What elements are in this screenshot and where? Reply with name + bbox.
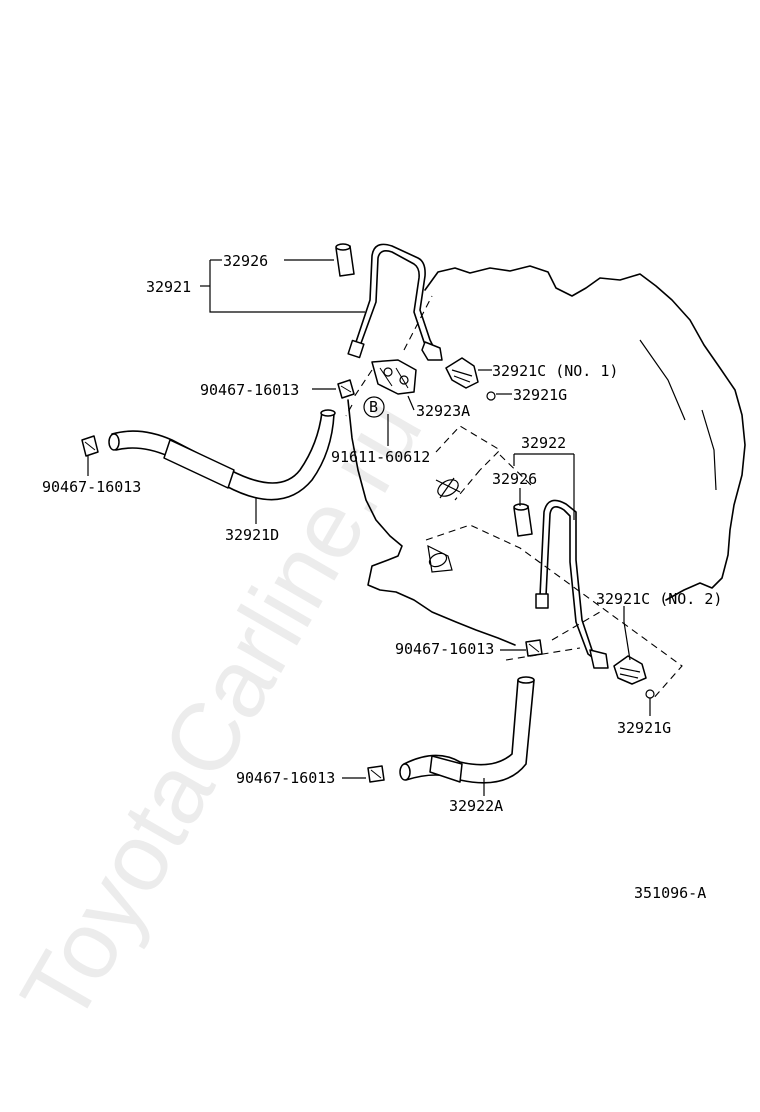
- label-32926-mid: 32926: [492, 470, 537, 488]
- leader-lines: [87, 259, 651, 796]
- hose-clamp-upper: [337, 379, 355, 399]
- label-90467-left: 90467-16013: [42, 478, 141, 496]
- label-32921g-lower: 32921G: [617, 719, 671, 737]
- view-marker-letter: B: [369, 398, 378, 416]
- label-32922a: 32922A: [449, 797, 503, 815]
- label-32922: 32922: [521, 434, 566, 452]
- sleeve-32926-top: [335, 243, 355, 277]
- diagram-code: 351096-A: [634, 884, 706, 902]
- view-marker-b: B: [363, 396, 385, 418]
- label-32921g-upper: 32921G: [513, 386, 567, 404]
- label-91611-60612: 91611-60612: [331, 448, 430, 466]
- label-32921c-no1: 32921C (NO. 1): [492, 362, 618, 380]
- hose-32921d: [108, 409, 336, 501]
- label-32923a: 32923A: [416, 402, 470, 420]
- hose-clamp-bottom: [367, 765, 385, 783]
- label-90467-bottom: 90467-16013: [236, 769, 335, 787]
- pipe-32922: [535, 499, 609, 669]
- gasket-32921g-upper: [486, 391, 496, 401]
- union-32921c-no2: [613, 655, 647, 685]
- hose-32922a: [399, 676, 535, 784]
- label-32921: 32921: [146, 278, 191, 296]
- transmission-housing-outline: [347, 265, 746, 646]
- gasket-32921g-lower: [645, 689, 655, 699]
- union-32921c-no1: [445, 357, 479, 389]
- sleeve-32926-mid: [513, 503, 533, 537]
- label-32921d: 32921D: [225, 526, 279, 544]
- hose-clamp-left: [81, 435, 99, 457]
- hose-clamp-mid: [525, 639, 543, 657]
- pipe-32921: [347, 243, 443, 361]
- label-90467-mid: 90467-16013: [395, 640, 494, 658]
- label-32926-top: 32926: [223, 252, 268, 270]
- label-90467-upper: 90467-16013: [200, 381, 299, 399]
- label-32921c-no2: 32921C (NO. 2): [596, 590, 722, 608]
- clamp-32923a: [371, 359, 417, 395]
